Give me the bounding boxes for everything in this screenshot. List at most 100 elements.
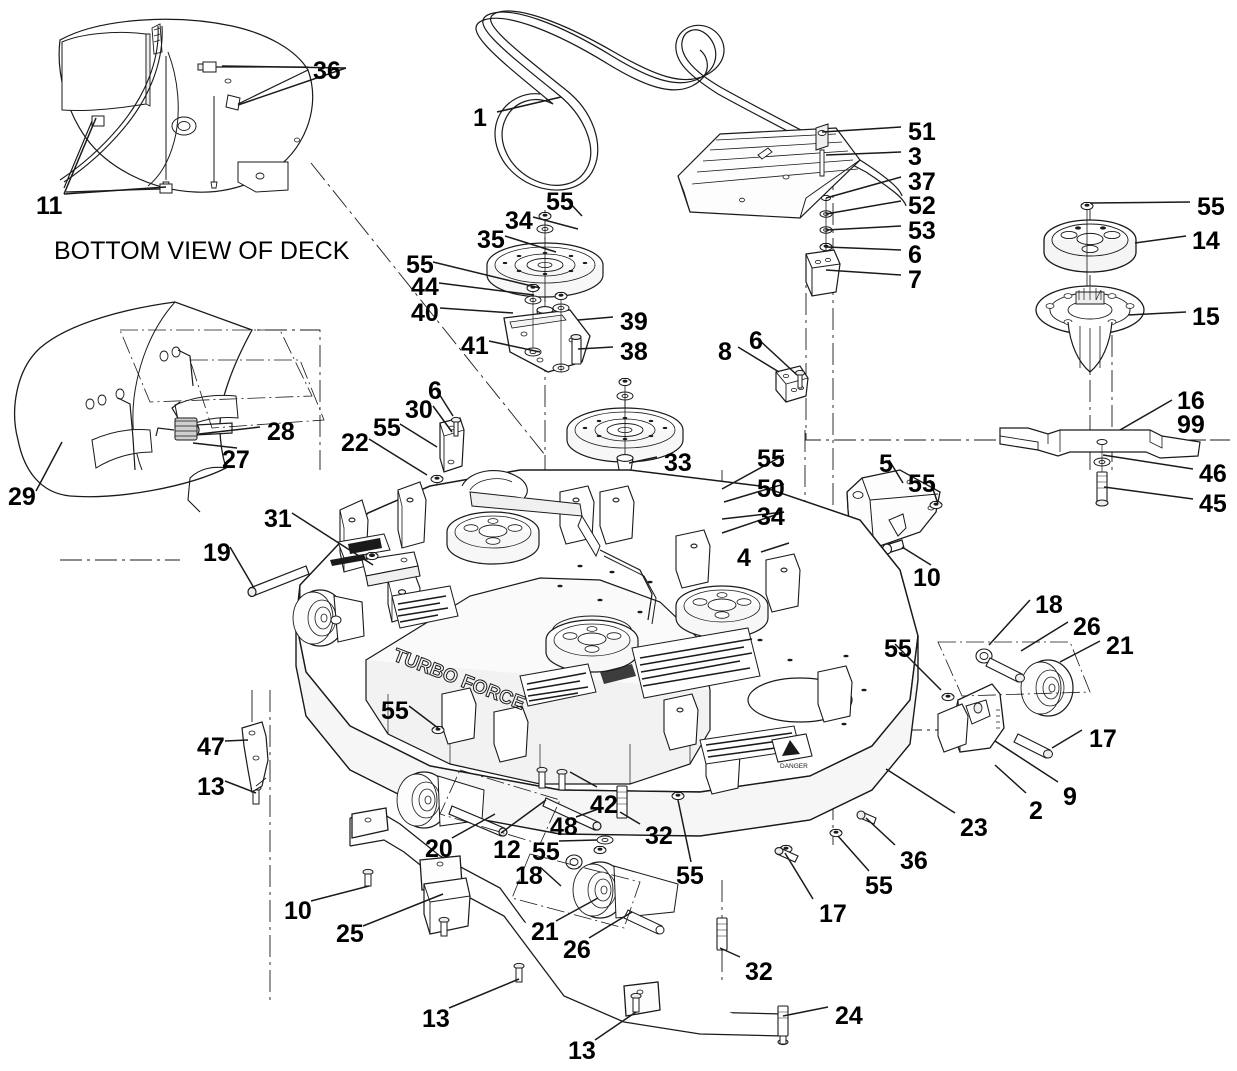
leader-line [721,511,785,520]
callout-22: 22 [341,429,369,457]
callout-20: 20 [425,835,453,863]
callout-21: 21 [1106,632,1134,660]
leader-line [677,799,692,863]
leader-line [438,282,535,296]
leader-line [221,65,347,69]
leader-line [825,246,902,251]
leader-line [439,307,514,314]
callout-38: 38 [620,338,648,366]
leader-line [435,388,454,417]
callout-8: 8 [718,338,732,366]
leader-line [432,405,453,433]
part-32-bolt-a [616,785,628,819]
callout-55: 55 [406,251,434,279]
callout-46: 46 [1199,460,1227,488]
callout-10: 10 [913,564,941,592]
callout-32: 32 [645,822,673,850]
leader-line [588,911,633,939]
danger-decal: DANGER [771,733,813,770]
leader-lines [35,65,1194,1041]
callout-55: 55 [757,445,785,473]
part-47-arm [241,690,269,793]
callout-2: 2 [1029,797,1043,825]
callout-40: 40 [411,299,439,327]
callout-55: 55 [908,470,936,498]
leader-line [362,893,444,927]
leader-line [566,199,583,217]
leader-line [1020,621,1069,652]
callout-15: 15 [1192,303,1220,331]
callout-4: 4 [737,544,751,572]
callout-27: 27 [222,446,250,474]
leader-line [594,1011,637,1041]
callout-16: 16 [1177,387,1205,415]
part-27-spring [155,401,198,441]
callout-23: 23 [960,814,988,842]
leader-line [901,546,932,566]
callout-36: 36 [900,847,928,875]
callout-42: 42 [590,791,618,819]
callout-55: 55 [865,872,893,900]
phantom-outlines [119,329,641,929]
leader-line [988,599,1031,646]
callout-13: 13 [422,1005,450,1033]
part-25-bracket [423,877,471,935]
leader-line [825,151,902,156]
leader-line [837,835,870,872]
leader-line [994,740,1059,783]
leader-line [825,176,902,199]
callout-55: 55 [1197,193,1225,221]
part-12-rod [542,797,602,831]
leader-line [432,261,541,289]
part-6-screw [795,369,805,389]
leader-line [721,511,785,534]
part-3-belt-cover [677,123,861,219]
leader-line [448,978,520,1009]
part-17-bolt [1013,733,1053,759]
callout-44: 44 [411,273,439,301]
leader-line [1119,399,1173,431]
leader-line [719,947,741,958]
leader-line [619,811,641,825]
leader-line [825,269,902,276]
part-29-discharge-chute [14,301,253,513]
part-17-bolt-lower [774,847,799,863]
leader-line [1051,729,1083,749]
part-16-blade [999,427,1201,459]
bottom-view-deck-detail [58,18,314,194]
part-6-screw-2 [451,416,461,437]
part-13-bolts [250,784,789,1046]
callout-41: 41 [461,332,489,360]
callout-6: 6 [749,327,763,355]
callout-3: 3 [908,143,922,171]
leader-line [929,479,939,505]
rear-roller-assembly [349,807,785,1037]
leader-line [229,546,255,589]
leader-line [577,346,614,350]
leader-line [821,126,902,133]
callout-51: 51 [908,118,936,146]
callout-55: 55 [381,697,409,725]
leader-line [1059,640,1101,663]
leader-line [291,512,374,566]
leader-line [368,438,428,476]
callout-55: 55 [676,862,704,890]
leader-line [1102,454,1194,470]
callout-12: 12 [493,836,521,864]
callout-26: 26 [563,936,591,964]
leader-line [539,866,562,887]
callout-39: 39 [620,308,648,336]
leader-line [399,423,438,448]
callout-53: 53 [908,217,936,245]
leader-line [894,643,942,691]
callout-18: 18 [515,862,543,890]
leader-line [224,739,249,742]
callout-10: 10 [284,897,312,925]
part-1-drive-belt [475,10,907,207]
callout-55: 55 [546,188,574,216]
leader-line [760,542,790,553]
callout-55: 55 [532,838,560,866]
leader-line [782,1006,829,1017]
callout-19: 19 [203,539,231,567]
